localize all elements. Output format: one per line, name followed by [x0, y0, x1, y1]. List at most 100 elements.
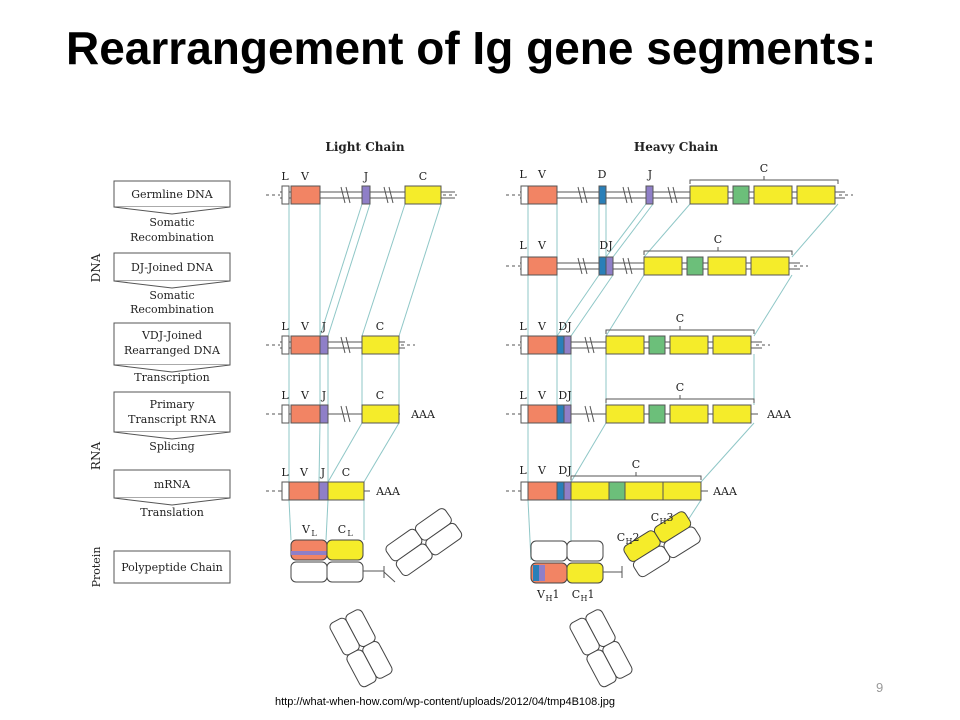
j-segment	[318, 481, 329, 501]
light-guide-5	[398, 203, 442, 337]
group-label-protein: Protein	[90, 547, 103, 588]
c-bracket-label: C	[632, 458, 640, 471]
heavy-chain-header: Heavy Chain	[634, 140, 718, 154]
light-vl-domain	[290, 539, 328, 561]
light-guide-17	[325, 499, 329, 541]
label-J: J	[321, 389, 326, 402]
stage-label: Germline DNA	[131, 188, 214, 201]
c-segment	[361, 404, 400, 424]
label-J: J	[321, 320, 326, 333]
c-domain	[662, 481, 702, 501]
break-mark	[667, 186, 678, 204]
stage-box-frame	[113, 322, 231, 366]
heavy-stem	[569, 609, 633, 688]
light-guide-2	[319, 203, 363, 337]
stage-label-line2: Transcript RNA	[128, 413, 217, 426]
c-domain	[605, 404, 645, 424]
label-V: V	[300, 389, 310, 402]
heavy-right-arm	[623, 511, 701, 578]
c-bracket-label: C	[676, 312, 684, 325]
alignment-guide-lines	[288, 203, 839, 561]
leader-segment	[520, 335, 529, 355]
stage-box-frame	[113, 469, 231, 499]
leader-segment	[520, 481, 529, 501]
j-segment	[319, 335, 329, 355]
slide-number: 9	[876, 680, 884, 695]
transition-line2: Recombination	[130, 231, 214, 244]
transition-line1: Transcription	[134, 371, 210, 384]
break-mark	[340, 186, 351, 204]
d-segment	[556, 335, 565, 355]
heavy-stem-domain-b2	[586, 649, 617, 688]
source-url[interactable]: http://what-when-how.com/wp-content/uplo…	[275, 696, 615, 708]
transition-line1: Translation	[140, 506, 204, 519]
stage-box-frame	[113, 550, 231, 584]
transition-line1: Somatic	[149, 216, 194, 229]
label-J: J	[363, 170, 368, 183]
poly-a-tail: AAA	[712, 485, 738, 498]
heavy-guide-10	[556, 274, 600, 337]
light-vl-domain-h	[530, 540, 568, 562]
light-cl-domain-h	[566, 540, 604, 562]
break-mark	[383, 186, 394, 204]
label-V: V	[299, 466, 309, 479]
label-CH1-n: 1	[588, 588, 595, 601]
transition-line2: Recombination	[130, 303, 214, 316]
leader-segment	[520, 256, 529, 276]
j-segment	[563, 335, 572, 355]
c-domain	[707, 256, 747, 276]
label-L: L	[281, 466, 289, 479]
v-segment	[290, 404, 321, 424]
j-segment	[563, 481, 572, 501]
c-domain	[669, 404, 709, 424]
light-vl-j-strip	[291, 551, 327, 555]
c-segment	[404, 185, 442, 205]
c-bracket	[570, 475, 702, 480]
transition-label-4: Splicing	[149, 440, 194, 453]
c-domain	[712, 404, 752, 424]
label-C: C	[376, 320, 384, 333]
v-segment	[290, 185, 321, 205]
stage-label-line1: VDJ-Joined	[141, 329, 202, 342]
v-segment	[527, 335, 558, 355]
label-V: V	[537, 464, 547, 477]
heavy-right-arm-domain-b2	[663, 526, 701, 559]
label-CH2-sub: H	[626, 537, 633, 546]
label-L: L	[519, 168, 527, 181]
stage-box-2: DJ-Joined DNA	[113, 252, 231, 289]
c-domain	[712, 335, 752, 355]
break-mark	[577, 186, 588, 204]
label-C: C	[342, 466, 350, 479]
label-V: V	[537, 320, 547, 333]
light-stem	[329, 609, 393, 688]
c-bracket	[689, 179, 839, 184]
stage-arrow	[113, 497, 231, 506]
label-J: J	[647, 168, 652, 181]
c-segment	[361, 335, 400, 355]
heavy-ch1-domain-l	[326, 561, 364, 583]
label-DJ: DJ	[558, 464, 571, 477]
label-CH1: C	[572, 588, 580, 601]
label-D: D	[598, 168, 607, 181]
hinge-domain	[732, 185, 750, 205]
c-domain	[753, 185, 793, 205]
label-L: L	[281, 389, 289, 402]
figure-main: Light Chain Heavy Chain DNA RNA Protein …	[89, 140, 853, 688]
c-bracket-label: C	[714, 233, 722, 246]
label-DJ: DJ	[558, 320, 571, 333]
label-VH1-n: 1	[553, 588, 560, 601]
v-segment	[527, 256, 558, 276]
d-segment	[556, 404, 565, 424]
break-mark	[584, 405, 595, 423]
c-domain	[669, 335, 709, 355]
light-guide-15	[363, 422, 400, 483]
v-segment	[527, 481, 558, 501]
break-mark	[584, 336, 595, 354]
